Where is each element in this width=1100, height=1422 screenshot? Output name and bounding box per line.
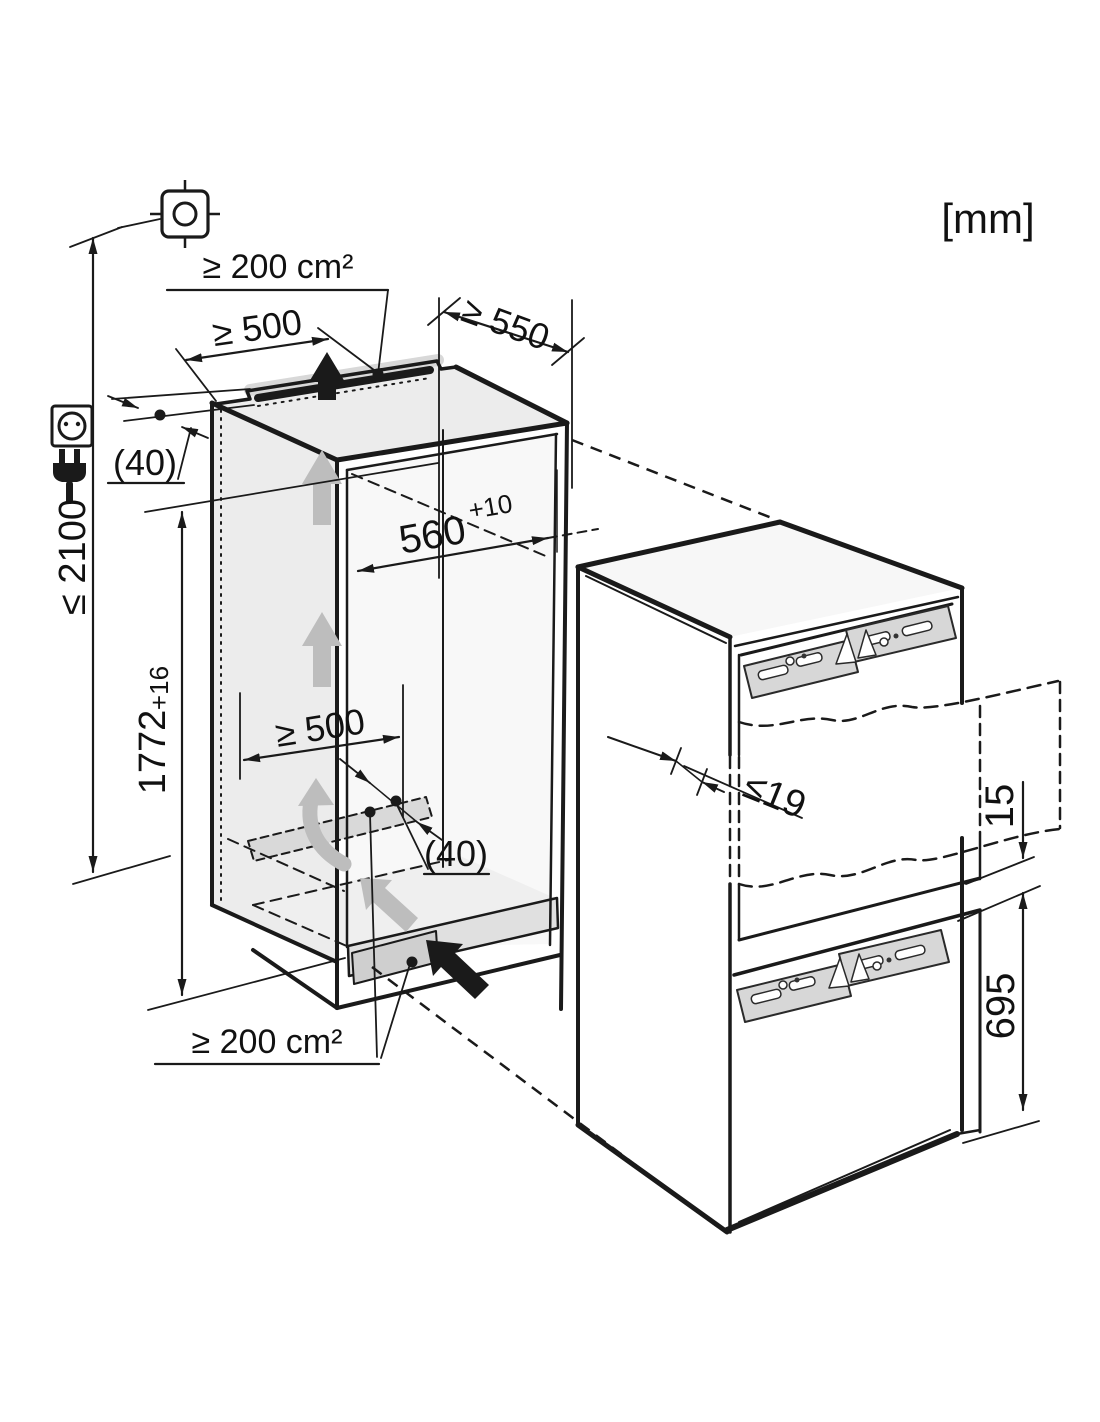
- leader-wall-gap-top: [177, 427, 192, 480]
- dim-ext-line: [147, 957, 346, 1011]
- door-break-line-upper: [737, 679, 1060, 727]
- socket-height-label: ≤ 2100: [52, 499, 94, 615]
- hidden-floor-front-edge: [252, 904, 350, 948]
- airflow-arrow-plinth: [426, 940, 489, 999]
- niche-floor: [253, 856, 557, 948]
- wall-gap-arrow-2: [181, 426, 209, 439]
- appliance: [575, 519, 1062, 1235]
- labels: [mm] ≥ 200 cm² ≥ 500 ≥ 550 (40) ≤ 2100 1…: [52, 195, 1035, 1061]
- appliance-top-rim-left: [585, 575, 727, 644]
- projection-line-bottom: [371, 966, 723, 1231]
- dim-tick: [427, 297, 461, 326]
- ref-dot-vent-gap: [390, 795, 402, 807]
- niche-opening-right-inner: [548, 432, 558, 947]
- appliance-top-back-edge: [777, 519, 965, 591]
- ref-dot-plinth-vent: [406, 956, 418, 968]
- dim-line-niche-depth: [442, 310, 570, 354]
- hidden-floor-back-edge: [252, 859, 449, 906]
- clearance-width-top-label: ≥ 500: [210, 301, 305, 354]
- dim-tick: [696, 768, 708, 796]
- leader-wall-gap-bottom: [395, 802, 429, 870]
- power-plug-icon: [53, 449, 86, 504]
- dim-ext-line: [317, 327, 375, 371]
- niche-plinth-left-edge: [251, 948, 339, 1010]
- door-gap-step-lower: [961, 909, 981, 915]
- niche-top-left-edge: [209, 400, 340, 463]
- vent-area-top-label: ≥ 200 cm²: [203, 248, 354, 286]
- top-vent-slot: [254, 366, 434, 402]
- ref-dot-top-vent: [372, 368, 384, 380]
- airflow-arrow-inner-2: [302, 612, 342, 687]
- door-bracket-strip: [743, 605, 957, 699]
- dim-arrow-door-thickness-1: [607, 736, 677, 762]
- appliance-top-face: [578, 522, 962, 637]
- niche-bottom-front-edge: [335, 953, 562, 1010]
- dim-tick: [965, 856, 1035, 885]
- dim-line: [675, 760, 703, 783]
- niche-back-edge: [214, 359, 458, 406]
- projection-line-top: [571, 438, 778, 522]
- ref-dot-floor-vent: [364, 806, 376, 818]
- airflow-arrow-floor: [360, 878, 418, 932]
- dim-tick: [69, 226, 123, 248]
- dim-tick: [962, 1120, 1040, 1144]
- vent-area-bottom-label: ≥ 200 cm²: [192, 1023, 343, 1061]
- vent-gap-arrow-2: [416, 821, 443, 841]
- lower-door-bottom-edge: [724, 1131, 960, 1233]
- dim-arrow-door-thickness-2: [701, 781, 725, 793]
- ref-dot-wall-gap-top: [154, 409, 166, 421]
- lower-door-bottom-inner: [738, 1129, 951, 1223]
- dimensions: [69, 218, 1041, 1144]
- leader-vent-area-top: [377, 289, 389, 375]
- unit-label: [mm]: [941, 195, 1034, 242]
- appliance-top-left-edge: [575, 519, 783, 570]
- airflow-arrow-inner-1: [302, 450, 342, 525]
- niche-cabinet: [209, 352, 570, 1011]
- airflow-arrow-curved: [298, 778, 352, 872]
- wall-ref-line-1: [111, 388, 251, 400]
- dim-line-clearance-top: [184, 336, 330, 363]
- leader-vent-area-bottom-1: [369, 813, 378, 1058]
- appliance-top-front-edge: [575, 564, 733, 640]
- niche-left-bottom-edge: [210, 903, 339, 964]
- niche-height-label: 1772: [132, 710, 174, 795]
- dim-tick: [72, 855, 171, 885]
- hidden-floor-left-edge: [227, 838, 345, 892]
- wall-ref-line-2: [123, 404, 255, 422]
- niche-opening-right-edge: [559, 421, 569, 1011]
- appliance-top-rim-front: [733, 595, 960, 648]
- dim-line-niche-width: [356, 536, 550, 573]
- dim-ext-line: [144, 462, 439, 513]
- wall-gap-top-label: (40): [113, 442, 177, 483]
- door-gap-label: 15: [978, 784, 1022, 829]
- upper-door-bottom-edge: [737, 876, 982, 942]
- bottom-right-step: [955, 1128, 982, 1136]
- vent-gap-arrow-1: [339, 758, 371, 784]
- top-vent-dotted-edge: [257, 377, 431, 407]
- niche-depth-label: ≥ 550: [457, 289, 555, 358]
- lower-door-top-edge: [732, 908, 982, 977]
- lower-door-height-label: 695: [979, 973, 1023, 1040]
- ceiling-outlet-icon: [150, 180, 220, 248]
- dim-leader: [683, 765, 803, 819]
- leader-vent-area-bottom-2: [380, 963, 411, 1059]
- dim-tick: [670, 747, 682, 775]
- niche-opening-top-edge: [334, 420, 570, 463]
- niche-height-tolerance: +16: [144, 666, 174, 710]
- wall-gap-arrow-1: [107, 395, 139, 409]
- dim-leader-socket: [117, 218, 161, 229]
- door-break-line-lower: [737, 827, 1062, 888]
- dim-line-clearance-bottom: [242, 734, 401, 763]
- niche-ceiling-inner-edge: [345, 432, 559, 472]
- appliance-side-face: [578, 567, 730, 1232]
- wall-gap-bottom-label: (40): [424, 833, 488, 874]
- niche-top-right-edge: [453, 364, 570, 426]
- dim-tick: [551, 337, 585, 366]
- hidden-interior-diagonal: [351, 473, 549, 558]
- power-socket-icon: [50, 404, 94, 448]
- dim-tick: [957, 885, 1041, 922]
- appliance-front-face: [727, 588, 962, 1230]
- airflow-arrow-top: [309, 352, 345, 400]
